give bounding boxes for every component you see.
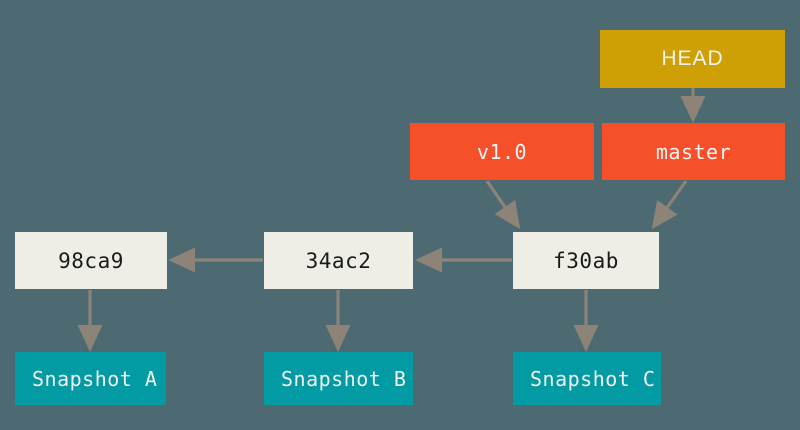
edge-v10-to-f30ab	[485, 180, 521, 230]
node-commit-f30ab: f30ab	[513, 232, 659, 289]
node-commit-f30ab-label: f30ab	[553, 248, 619, 273]
node-head-label: HEAD	[661, 47, 724, 70]
node-snapshot-c-label: Snapshot C	[530, 366, 656, 391]
node-commit-34ac2-label: 34ac2	[305, 248, 372, 273]
node-snapshot-a: Snapshot A	[15, 352, 166, 405]
node-commit-98ca9: 98ca9	[15, 232, 167, 289]
node-snapshot-b-label: Snapshot B	[281, 366, 407, 391]
node-branch-master: master	[602, 123, 785, 180]
node-head: HEAD	[600, 30, 785, 88]
node-tag-v1-0-label: v1.0	[476, 139, 528, 164]
node-snapshot-c: Snapshot C	[513, 352, 661, 405]
edge-master-to-f30ab	[651, 180, 688, 230]
node-branch-master-label: master	[655, 139, 732, 164]
node-commit-34ac2: 34ac2	[264, 232, 413, 289]
node-commit-98ca9-label: 98ca9	[58, 248, 124, 273]
node-snapshot-a-label: Snapshot A	[32, 366, 158, 391]
node-tag-v1-0: v1.0	[410, 123, 594, 180]
node-snapshot-b: Snapshot B	[264, 352, 413, 405]
